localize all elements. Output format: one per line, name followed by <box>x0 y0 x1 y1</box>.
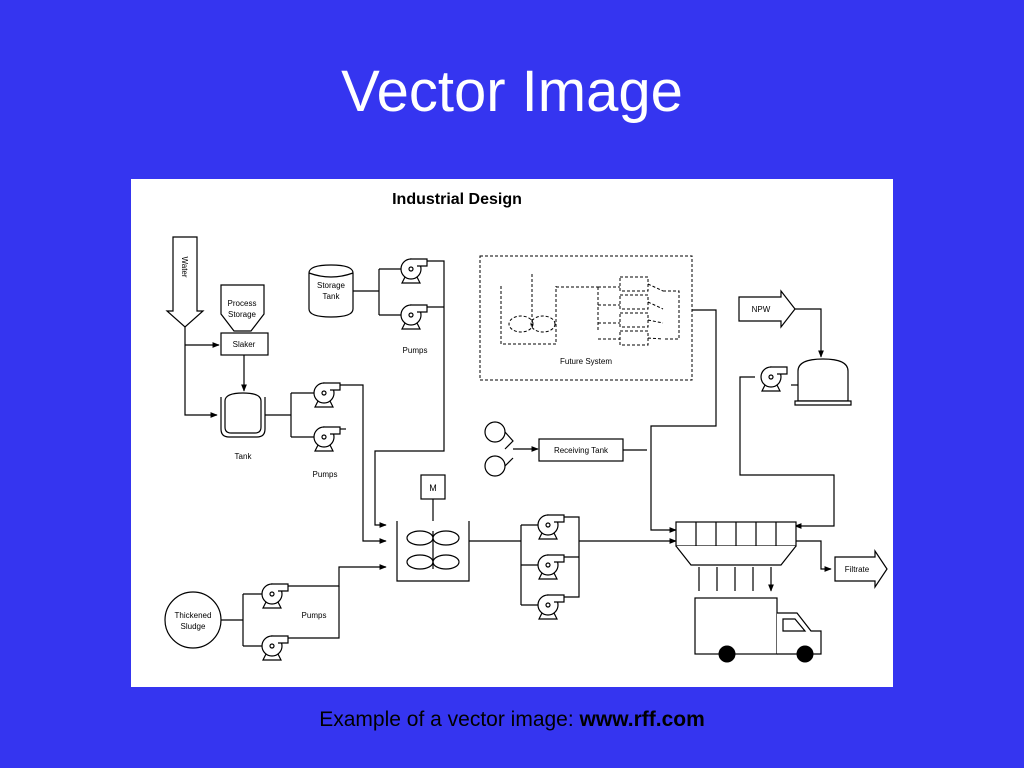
receiving-tank: Receiving Tank <box>538 438 624 462</box>
pumps-top: Pumps <box>374 258 445 528</box>
storage-tank: Storage Tank <box>308 264 354 318</box>
water-label: Water <box>180 256 189 277</box>
thickened-label-2: Sludge <box>181 622 206 631</box>
caption-text: Example of a vector image: <box>319 708 580 731</box>
pumps-middle: Pumps <box>290 382 387 544</box>
npw-pump <box>760 366 788 392</box>
caption: Example of a vector image: www.rff.com <box>0 708 1024 732</box>
npw-tank <box>794 358 852 406</box>
motor: M <box>420 474 446 535</box>
npw-label: NPW <box>752 305 771 314</box>
filter-press <box>675 521 797 591</box>
caption-link[interactable]: www.rff.com <box>579 708 705 731</box>
tank: Tank <box>220 392 266 461</box>
process-storage-label-1: Process <box>228 299 257 308</box>
pumps-right <box>520 514 677 620</box>
thickened-sludge: Thickened Sludge <box>164 591 222 649</box>
filtrate-outlet: Filtrate <box>834 549 888 589</box>
mixing-tank <box>396 521 470 582</box>
receiving-tank-label: Receiving Tank <box>554 446 609 455</box>
future-system: Future System <box>479 255 693 381</box>
storage-tank-label-1: Storage <box>317 281 346 290</box>
npw-inlet: NPW <box>738 289 796 329</box>
slaker: Slaker <box>220 332 269 356</box>
pumps-bottom-label: Pumps <box>302 611 327 620</box>
pumps-middle-label: Pumps <box>313 470 338 479</box>
thickened-label-1: Thickened <box>175 611 212 620</box>
truck <box>694 597 822 663</box>
process-storage: Process Storage <box>220 284 265 332</box>
filtrate-label: Filtrate <box>845 565 870 574</box>
future-system-label: Future System <box>560 357 612 366</box>
process-storage-label-2: Storage <box>228 310 257 319</box>
pumps-top-label: Pumps <box>403 346 428 355</box>
slide-title: Vector Image <box>341 59 683 124</box>
industrial-design-diagram: Industrial Design Water Process Storage … <box>164 191 888 663</box>
storage-tank-label-2: Tank <box>323 292 341 301</box>
slaker-label: Slaker <box>233 340 256 349</box>
receiving-feed-pumps <box>484 421 539 477</box>
diagram-panel: Industrial Design Water Process Storage … <box>131 179 893 687</box>
pumps-bottom: Pumps <box>242 564 387 661</box>
motor-label: M <box>429 483 437 493</box>
water-inlet: Water <box>165 236 205 328</box>
diagram-title: Industrial Design <box>392 191 522 208</box>
tank-label: Tank <box>235 452 253 461</box>
